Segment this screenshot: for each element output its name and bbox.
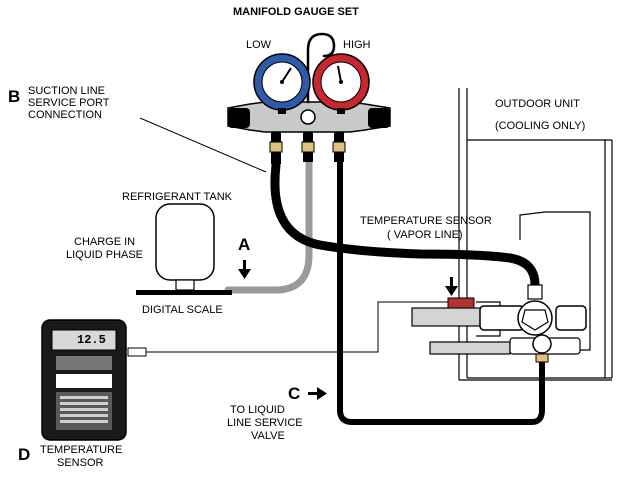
high-pressure-gauge [312, 53, 370, 114]
charge-label-line1: CHARGE IN [74, 236, 136, 248]
low-gauge-label: LOW [246, 39, 272, 51]
vapor-service-valve [411, 284, 587, 337]
outdoor-unit-sublabel: (COOLING ONLY) [495, 120, 586, 132]
liquid-hose [337, 157, 545, 425]
arrow-a [238, 260, 251, 279]
callout-a-letter: A [238, 235, 251, 254]
high-gauge-label: HIGH [343, 39, 371, 51]
callout-b-line3: CONNECTION [28, 109, 102, 121]
suction-port-pointer [139, 117, 267, 173]
charge-label-line2: LIQUID PHASE [66, 249, 144, 261]
diagram-title: MANIFOLD GAUGE SET [233, 6, 359, 18]
callout-c-line2: LINE SERVICE [227, 417, 303, 429]
callout-d-line1: TEMPERATURE [40, 444, 123, 456]
manifold-body [227, 101, 391, 164]
vapor-sensor-label-line1: TEMPERATURE SENSOR [360, 215, 492, 227]
callout-c-line1: TO LIQUID [230, 404, 285, 416]
callout-d-line2: SENSOR [57, 457, 104, 469]
digital-scale-label: DIGITAL SCALE [142, 304, 223, 316]
liquid-service-valve [429, 334, 581, 363]
low-pressure-gauge [253, 53, 311, 114]
thermometer-display: 12.5 [77, 333, 106, 347]
callout-c-line3: VALVE [251, 430, 285, 442]
arrow-vapor-sensor [445, 277, 458, 296]
refrigerant-tank-label: REFRIGERANT TANK [122, 191, 233, 203]
callout-b-letter: B [8, 87, 21, 106]
refrigerant-tank [155, 203, 215, 291]
sensor-wire [146, 301, 448, 353]
digital-scale [136, 290, 232, 295]
arrow-c [308, 387, 327, 400]
callout-d-letter: D [18, 445, 31, 464]
digital-thermometer [41, 319, 127, 441]
gray-hose [224, 156, 313, 294]
outdoor-unit-label: OUTDOOR UNIT [495, 98, 580, 110]
sensor-probe [127, 347, 147, 357]
suction-hose [270, 160, 540, 290]
callout-b-line1: SUCTION LINE [28, 85, 106, 97]
callout-c-letter: C [288, 384, 301, 403]
outdoor-unit-cabinet [458, 88, 613, 381]
manifold-hook [306, 32, 336, 104]
callout-b-line2: SERVICE PORT [28, 97, 110, 109]
vapor-sensor-label-line2: ( VAPOR LINE) [387, 229, 463, 241]
